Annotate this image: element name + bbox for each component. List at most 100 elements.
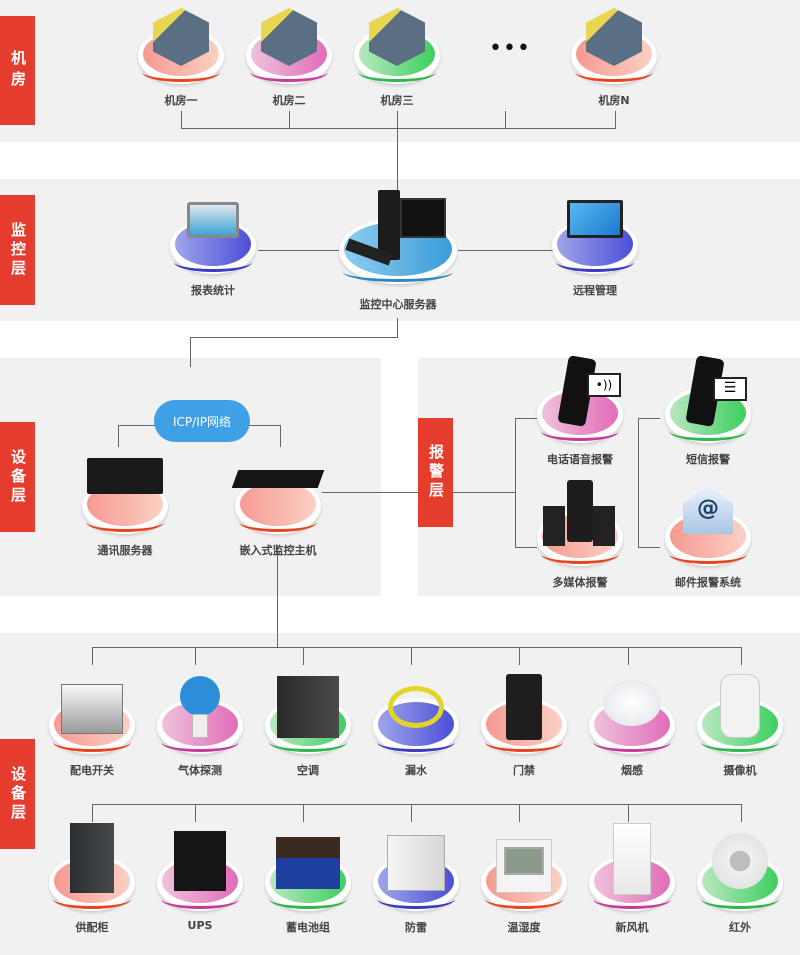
machine-room-1[interactable]: 机房一 [136,8,226,108]
device-battery[interactable]: 蓄电池组 [263,837,353,935]
connector [519,647,520,665]
pc-tower-icon [378,190,400,260]
rack-host-icon [231,470,325,488]
connector [741,647,742,665]
battery-icon [276,837,340,889]
monitor-center-server-node[interactable]: 监控中心服务器 [338,190,458,312]
phone-voice-alarm-node[interactable]: •)) 电话语音报警 [535,355,625,467]
precision-ac-icon [277,676,339,738]
laptop-chart-icon [187,202,239,238]
connector [195,804,196,822]
connector [411,804,412,822]
connector [303,804,304,822]
connector [322,492,418,493]
connector [181,111,182,129]
device-gas-detector[interactable]: 气体探测 [155,676,245,778]
connector [638,418,660,419]
icp-ip-network-cloud[interactable]: ICP/IP网络 [154,400,250,442]
connector [628,804,629,822]
connector [118,425,119,447]
connector [92,804,93,822]
device-ups[interactable]: UPS [155,831,245,932]
smoke-detector-icon [603,680,661,726]
connector [458,250,554,251]
device-air-conditioner[interactable]: 空调 [263,676,353,778]
connector [190,337,191,367]
device-water-leak[interactable]: 漏水 [371,686,461,778]
connector [397,111,398,196]
device-temperature-humidity[interactable]: 温湿度 [479,839,569,935]
device-infrared[interactable]: 红外 [695,833,785,935]
voice-bubble-icon: •)) [587,373,621,397]
fingerprint-reader-icon [506,674,542,740]
distribution-box-icon [61,684,123,734]
server-room-icon [369,8,425,66]
connector [181,128,616,129]
embedded-monitor-host-node[interactable]: 嵌入式监控主机 [231,470,325,558]
connector [638,418,639,548]
connector [280,425,281,447]
connector [118,425,158,426]
device-camera[interactable]: 摄像机 [695,674,785,778]
sensor-head-icon [192,714,208,738]
connector [519,804,520,822]
connector [515,418,516,548]
surge-protector-icon [387,835,445,891]
ptz-camera-icon [720,674,760,738]
device-fresh-air[interactable]: 新风机 [587,823,677,935]
connector [258,250,340,251]
leak-sensor-cable-icon [388,686,444,728]
connector [453,492,515,493]
report-statistics-node[interactable]: 报表统计 [168,202,258,298]
gas-detector-icon [180,676,220,716]
email-at-icon: @ [683,484,733,534]
connector [245,425,281,426]
device-smoke-detector[interactable]: 烟感 [587,680,677,778]
remote-management-node[interactable]: 远程管理 [550,200,640,298]
connector [515,418,537,419]
layer-tag-machine-room: 机房 [0,16,35,125]
connector [289,111,290,129]
connector [195,647,196,665]
ups-icon [174,831,226,891]
ellipsis-icon: ••• [489,36,531,61]
connector [397,318,398,338]
connector [615,111,616,129]
infrared-sensor-icon [712,833,768,889]
layer-tag-alarm: 报警层 [418,418,453,527]
connector [303,647,304,665]
connector [741,804,742,822]
layer-tag-device-upper: 设备层 [0,422,35,532]
device-access-control[interactable]: 门禁 [479,674,569,778]
server-room-icon [261,8,317,66]
fresh-air-unit-icon [613,823,651,895]
multimedia-alarm-node[interactable]: 多媒体报警 [535,480,625,590]
sms-alarm-node[interactable]: ☰ 短信报警 [663,355,753,467]
connector [92,647,93,665]
laptop-icon [567,200,623,238]
layer-tag-monitor: 监控层 [0,195,35,305]
machine-room-2[interactable]: 机房二 [244,8,334,108]
connector [628,647,629,665]
monitor-icon [400,198,446,238]
rack-server-icon [87,458,163,494]
connector [190,337,398,338]
speaker-left-icon [543,506,565,546]
machine-room-3[interactable]: 机房三 [352,8,442,108]
layer-tag-device-lower: 设备层 [0,739,35,849]
device-lightning-protection[interactable]: 防雷 [371,835,461,935]
machine-room-n[interactable]: 机房N [569,8,659,108]
connector [411,647,412,665]
lcd-screen-icon [504,847,544,875]
connector [92,647,742,648]
connector [515,547,537,548]
comm-server-node[interactable]: 通讯服务器 [80,458,170,558]
device-power-switch[interactable]: 配电开关 [47,684,137,778]
connector [92,804,742,805]
email-alarm-node[interactable]: @ 邮件报警系统 [663,484,753,590]
device-cabinet[interactable]: 供配柜 [47,823,137,935]
connector [277,545,278,648]
rack-cabinet-icon [70,823,114,893]
speaker-right-icon [593,506,615,546]
speaker-icon [567,480,593,542]
